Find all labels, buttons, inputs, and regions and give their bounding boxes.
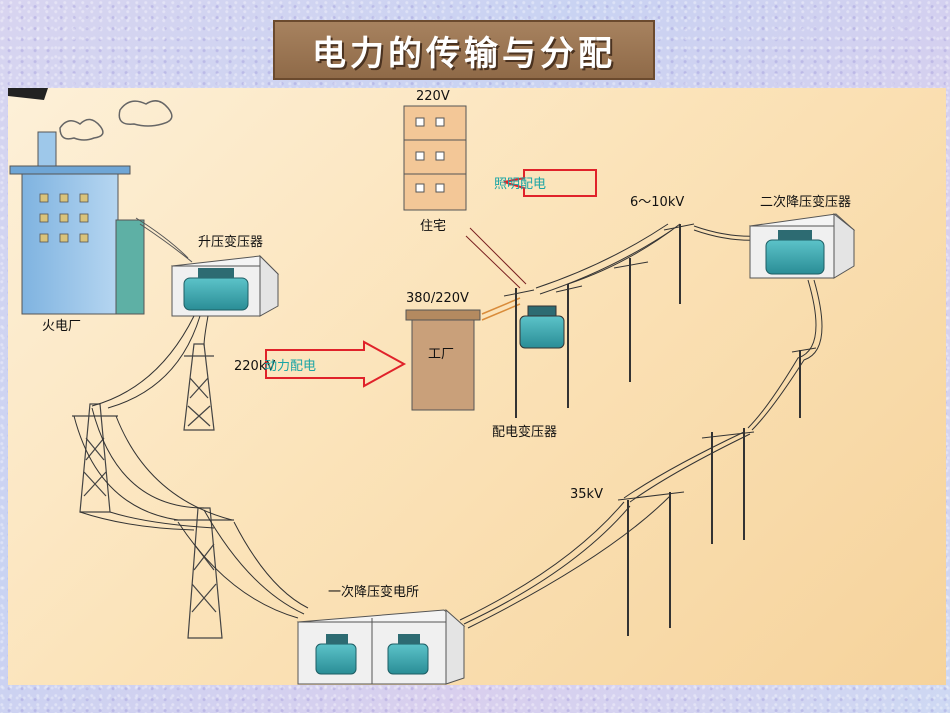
lines-220k: [73, 315, 309, 619]
page-title: 电力的传输与分配: [312, 33, 616, 74]
factory-label: 工厂: [428, 347, 454, 362]
dist-transformer-label: 配电变压器: [492, 424, 557, 440]
lighting-arrow-icon: [503, 169, 597, 197]
plant-label: 火电厂: [42, 319, 81, 334]
lighting-label: 照明配电: [494, 177, 546, 192]
house-voltage-label: 220V: [416, 89, 450, 104]
line-220k-label: 220kV: [234, 359, 275, 374]
secondary-label: 二次降压变压器: [760, 194, 851, 210]
solar-panel-icon: [8, 88, 48, 100]
diagram-panel: 火电厂 升压变压器 220V 住宅 照明配电: [8, 88, 946, 685]
lines-6-10k: [535, 223, 761, 382]
factory-icon: [405, 309, 481, 411]
distribution-transformer-icon: [503, 284, 583, 418]
title-banner: 电力的传输与分配: [273, 20, 655, 80]
power-plant-icon: [9, 131, 145, 315]
line-35k-label: 35kV: [570, 487, 603, 502]
step-up-transformer-icon: [170, 254, 280, 317]
transmission-tower-icon: [183, 343, 215, 431]
cloud-icon: [59, 100, 173, 141]
line-6-10k-label: 6～10kV: [630, 195, 684, 210]
residential-building-icon: [403, 105, 467, 211]
transmission-tower-icon: [174, 507, 234, 639]
lines-35k: [459, 279, 823, 636]
primary-label: 一次降压变电所: [328, 584, 419, 600]
power-diagram: 火电厂 升压变压器 220V 住宅 照明配电: [8, 88, 856, 685]
step-up-label: 升压变压器: [198, 234, 263, 250]
power-arrow-icon: [265, 340, 407, 388]
power-distribution-label: 动力配电: [264, 359, 316, 374]
secondary-transformer-icon: [748, 212, 856, 279]
primary-substation-icon: [296, 608, 466, 685]
factory-voltage-label: 380/220V: [406, 291, 469, 306]
house-label: 住宅: [420, 219, 446, 234]
